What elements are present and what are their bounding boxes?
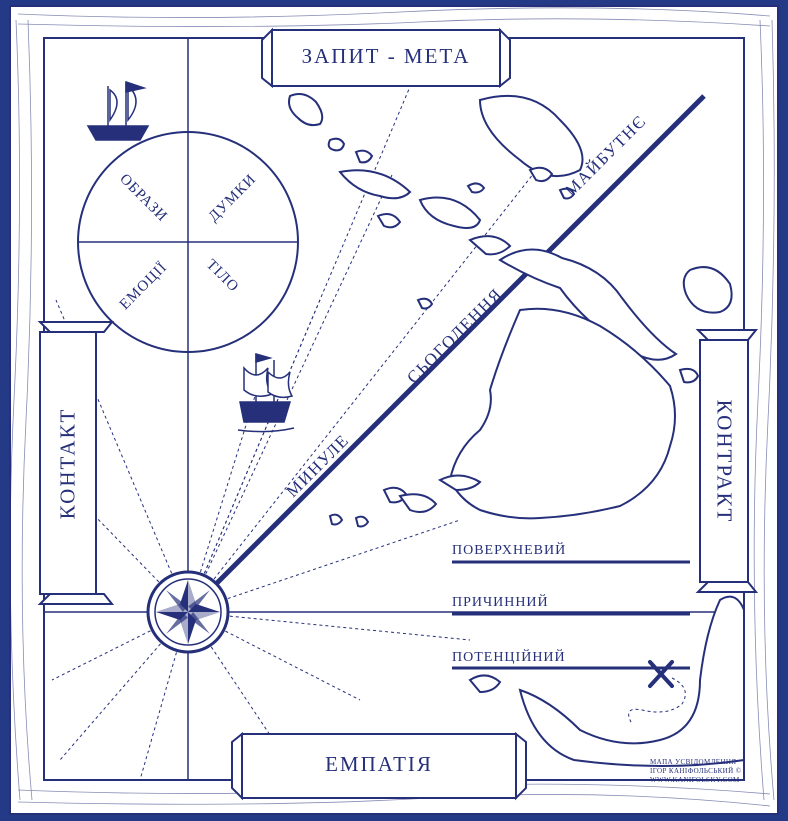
credit-title: МАПА УСВІДОМЛЕННЯ [650, 758, 741, 767]
level-causal: ПРИЧИННИЙ [452, 595, 549, 611]
banner-left-label: КОНТАКТ [56, 334, 81, 594]
credit-author: ІГОР КАНІФОЛЬСЬКИЙ © [650, 767, 741, 776]
banner-bottom-label: ЕМПАТІЯ [242, 752, 516, 777]
banner-top-label: ЗАПИТ - МЕТА [272, 44, 500, 69]
banner-right-label: КОНТРАКТ [712, 332, 737, 592]
credit-url: WWW.KANIFOLSKY.COM [650, 776, 741, 785]
credit-block: МАПА УСВІДОМЛЕННЯ ІГОР КАНІФОЛЬСЬКИЙ © W… [650, 758, 741, 785]
level-potential: ПОТЕНЦІЙНИЙ [452, 650, 566, 666]
compass-rose-icon [148, 572, 228, 652]
level-surface: ПОВЕРХНЕВИЙ [452, 543, 566, 559]
